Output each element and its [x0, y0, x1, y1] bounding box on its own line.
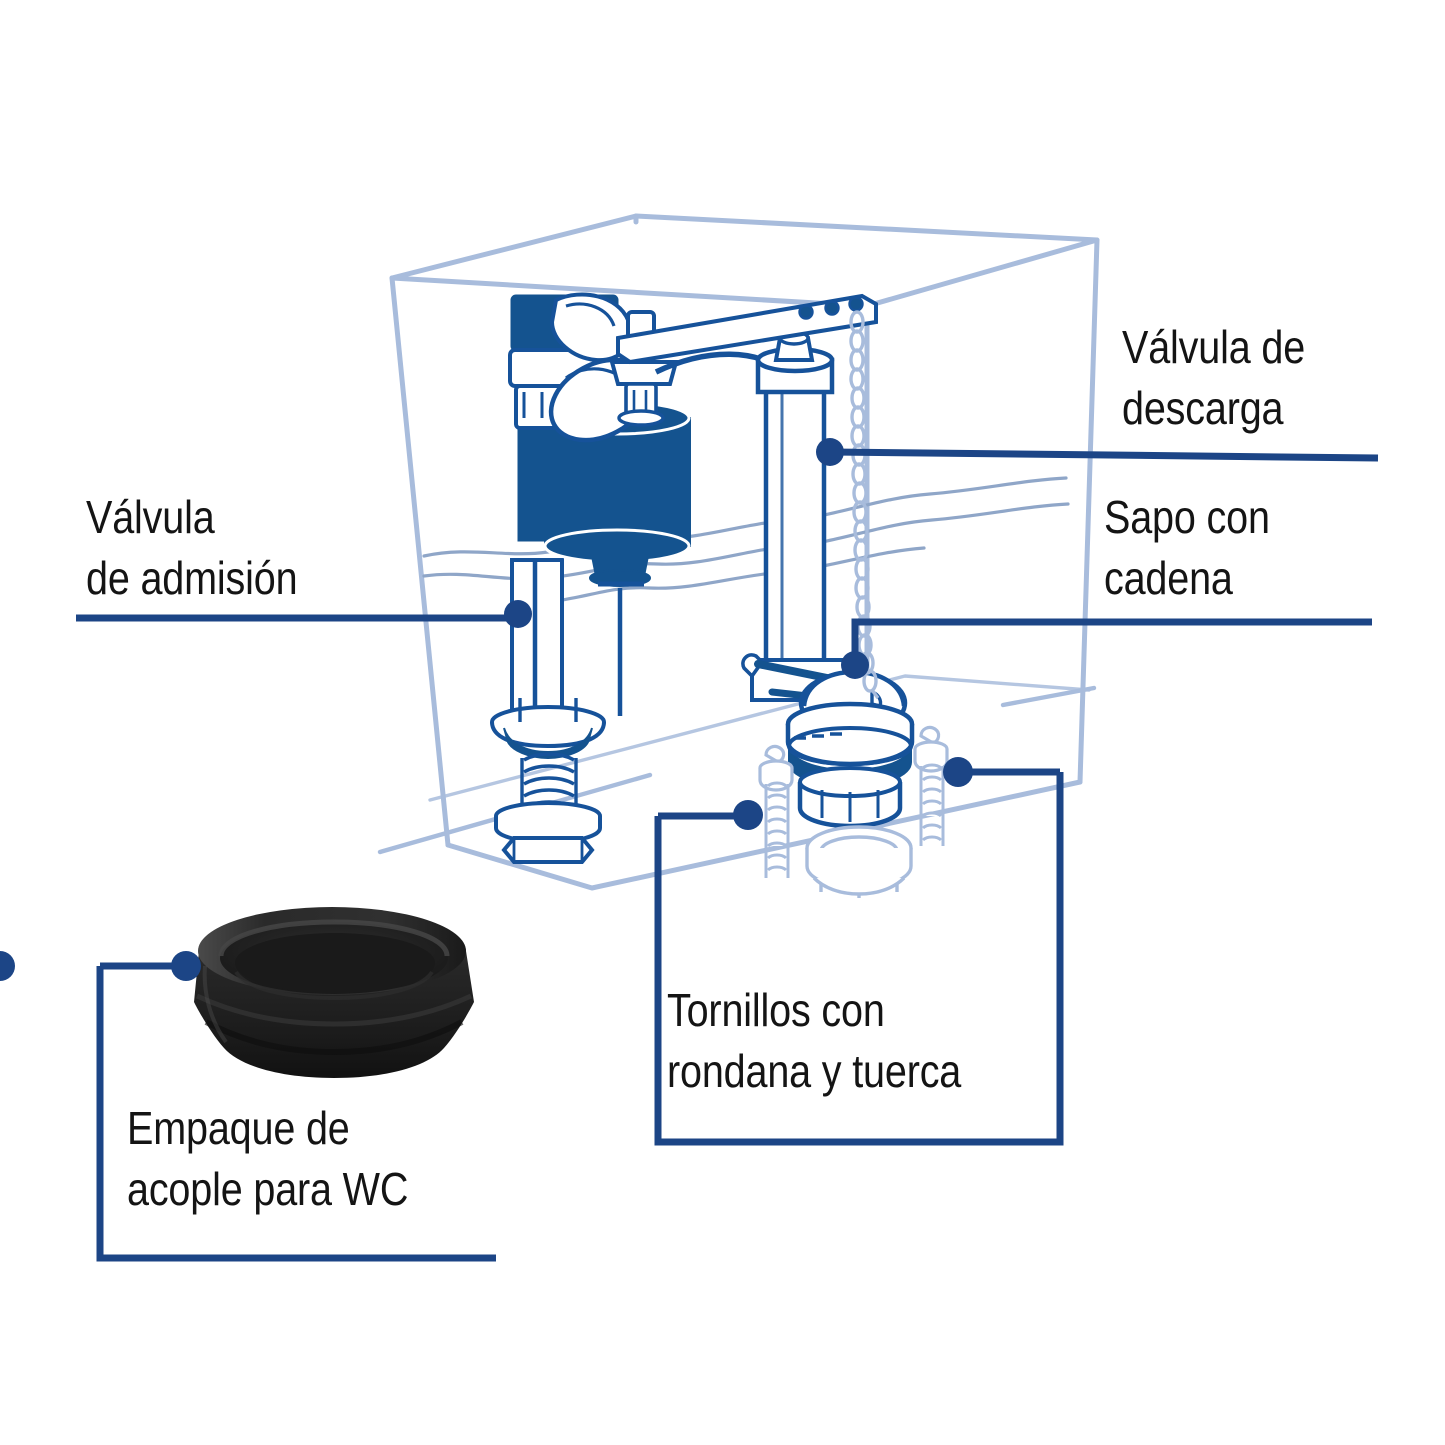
flush-valve-locknut	[805, 825, 913, 898]
leader-empaque	[0, 951, 496, 1262]
label-tornillos-rondana-tuerca: Tornillos con rondana y tuerca	[667, 984, 962, 1097]
leader-valvula-admision	[76, 600, 532, 628]
label-sapo-cadena: Sapo con cadena	[1104, 491, 1270, 604]
tank-gasket	[194, 907, 474, 1078]
tank-outline	[389, 213, 1100, 891]
leader-sapo-cadena	[841, 618, 1372, 679]
fill-valve	[490, 292, 788, 864]
leader-valvula-descarga	[816, 438, 1379, 466]
label-valvula-admision: Válvula de admisión	[86, 491, 298, 604]
label-empaque-acople-wc: Empaque de acople para WC	[127, 1102, 409, 1215]
leader-tornillos	[654, 757, 1064, 1146]
chain	[849, 310, 880, 700]
label-valvula-descarga: Válvula de descarga	[1122, 321, 1306, 434]
flush-valve	[741, 330, 915, 829]
trip-lever	[616, 293, 878, 365]
